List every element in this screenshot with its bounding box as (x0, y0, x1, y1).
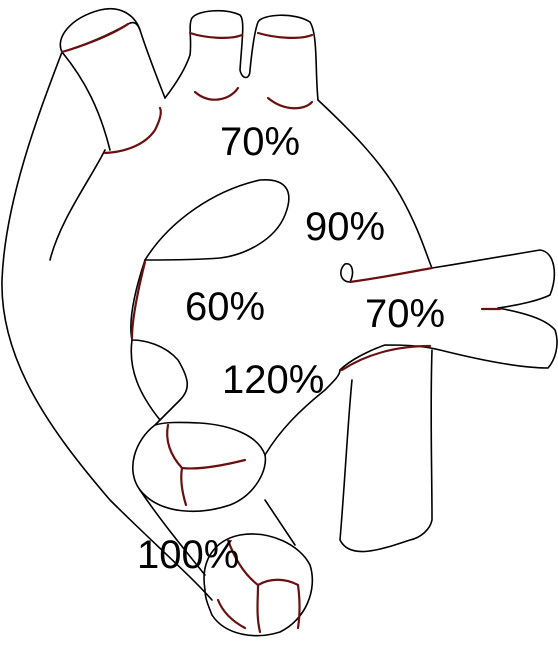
tricuspid-valve-upper (167, 425, 245, 505)
left-atrium-outline (145, 180, 289, 260)
left-carotid-valve (195, 88, 238, 100)
pulmonary-vein-upper (432, 250, 554, 308)
label-left-atrium: 60% (185, 285, 265, 329)
label-right-ventricle: 100% (137, 533, 239, 577)
pulmonary-vein-valve (350, 268, 432, 282)
left-atrium-wall (131, 260, 187, 400)
descending-vessel (340, 350, 432, 552)
left-carotid-vessel (165, 11, 318, 100)
label-pulmonary-vein: 70% (365, 292, 445, 336)
subclavian-valve (268, 98, 312, 108)
label-pulmonary-artery: 90% (305, 205, 385, 249)
right-ventricle-wall (131, 340, 160, 420)
left-carotid-top-valve (190, 33, 242, 38)
brachiocephalic-vessel (60, 9, 165, 98)
heart-body-outline (2, 52, 212, 600)
bottom-wall-right (265, 500, 295, 545)
subclavian-top-valve (258, 33, 312, 38)
left-outer-wall (50, 150, 105, 260)
aortic-valve (105, 108, 161, 153)
label-aorta: 70% (220, 120, 300, 164)
left-ventricle-wall (155, 400, 180, 425)
lower-valve-ring-1 (133, 422, 266, 511)
brachiocephalic-valve (62, 24, 128, 52)
pulmonary-vein-notch (341, 264, 432, 282)
label-left-ventricle: 120% (222, 358, 324, 402)
